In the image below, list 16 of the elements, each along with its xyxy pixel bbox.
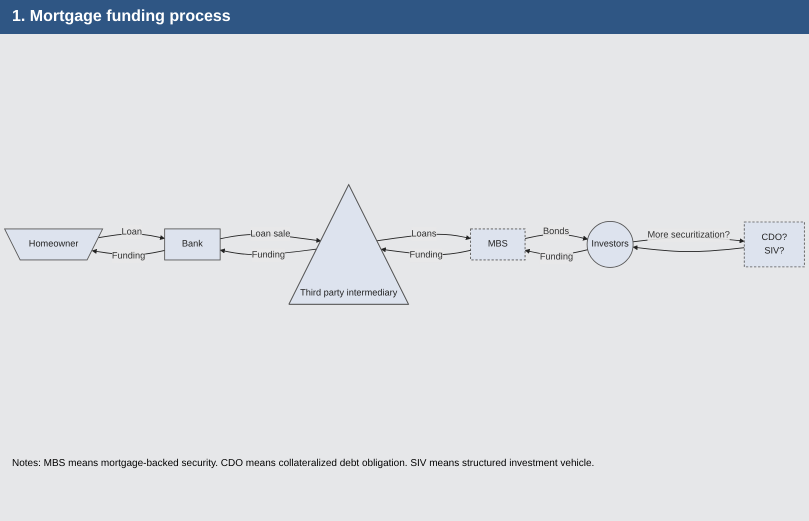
- edge-label: Funding: [112, 250, 146, 260]
- note-text: Notes: MBS means mortgage-backed security. CDO means collateralized debt obligation. SIV means structured investment vehicle.: [11, 457, 596, 471]
- edge-label: Funding: [252, 250, 285, 260]
- node-box: CDO? SIV?: [744, 221, 805, 267]
- edge-label: Funding: [409, 250, 443, 260]
- node-box: MBS: [470, 228, 526, 260]
- edge-label: Bonds: [543, 226, 570, 236]
- node-box: Bank: [164, 228, 221, 260]
- edge-label: More securitization?: [647, 230, 730, 240]
- arrow: [632, 244, 745, 252]
- edge-label: Loan sale: [250, 228, 290, 238]
- edge-label: Funding: [540, 251, 574, 262]
- edge-label: Loan: [122, 226, 142, 236]
- title-bar: 1. Mortgage funding process: [0, 0, 809, 34]
- edge-label: Loans: [411, 228, 437, 238]
- node-circle: Investors: [586, 220, 634, 268]
